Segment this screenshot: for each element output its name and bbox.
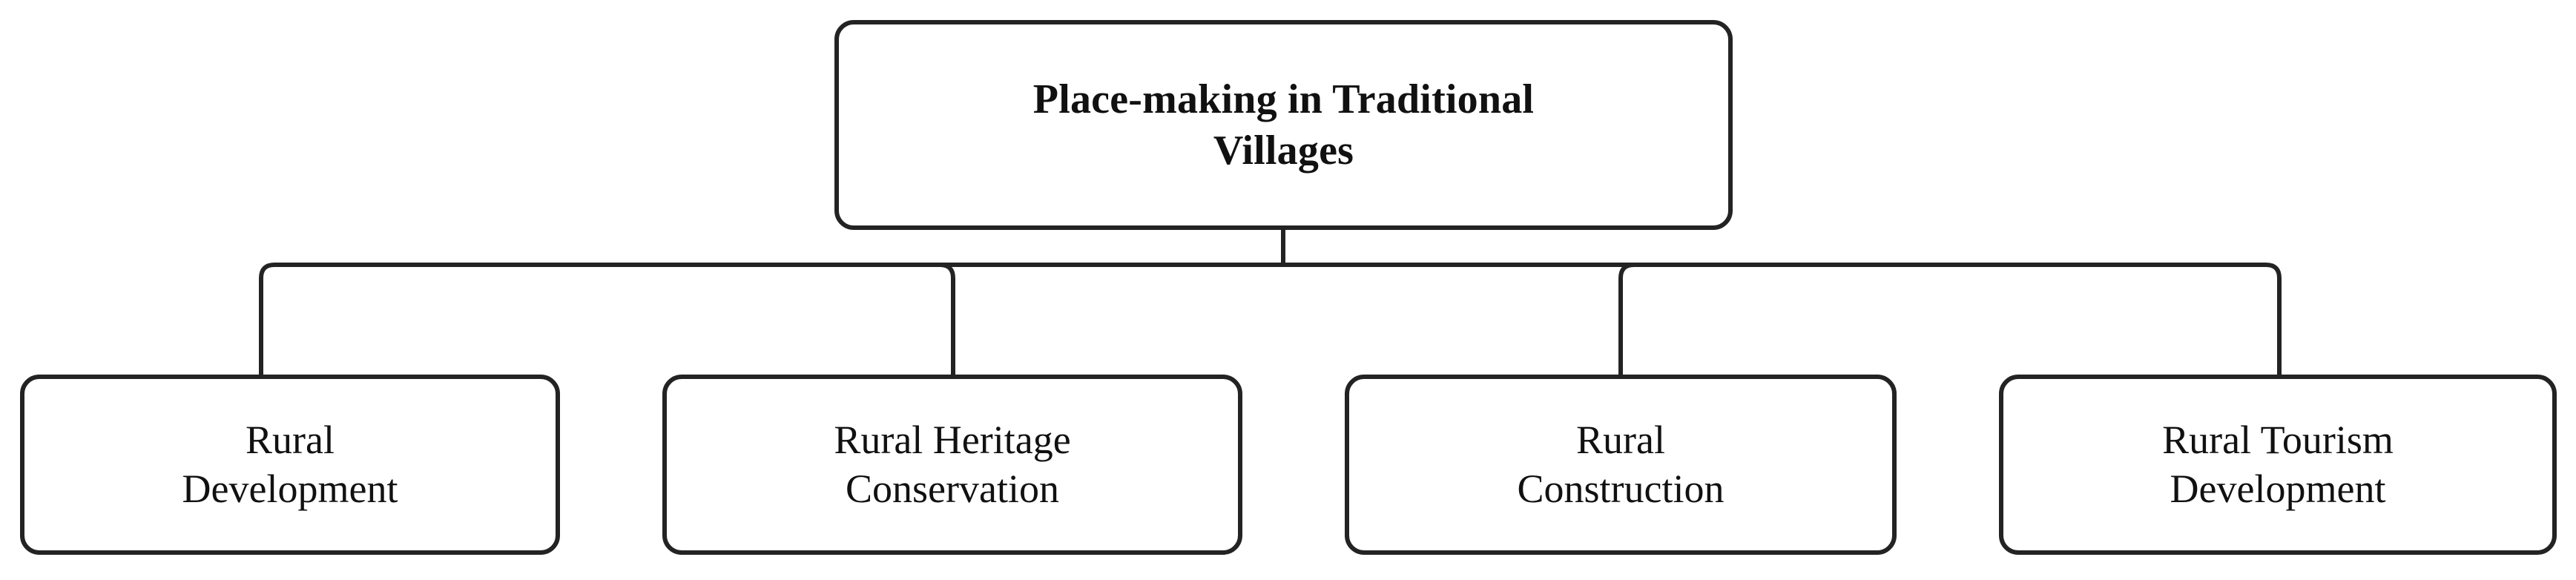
node-child-0-label: Rural Development — [182, 417, 398, 511]
edge-to-child-1 — [939, 263, 955, 375]
node-rural-tourism-development[interactable]: Rural Tourism Development — [1999, 375, 2557, 555]
node-rural-heritage-conservation[interactable]: Rural Heritage Conservation — [662, 375, 1242, 555]
node-child-3-label: Rural Tourism Development — [2162, 417, 2394, 511]
node-root-label: Place-making in Traditional Villages — [1032, 76, 1535, 174]
node-rural-development[interactable]: Rural Development — [20, 375, 560, 555]
node-child-2-label: Rural Construction — [1517, 417, 1725, 511]
node-rural-construction[interactable]: Rural Construction — [1345, 375, 1897, 555]
node-root-place-making[interactable]: Place-making in Traditional Villages — [834, 20, 1733, 230]
edge-to-child-2 — [1618, 263, 1635, 375]
edge-to-child-3 — [2265, 263, 2282, 375]
edge-to-child-0 — [259, 263, 275, 375]
node-child-1-label: Rural Heritage Conservation — [834, 417, 1071, 511]
